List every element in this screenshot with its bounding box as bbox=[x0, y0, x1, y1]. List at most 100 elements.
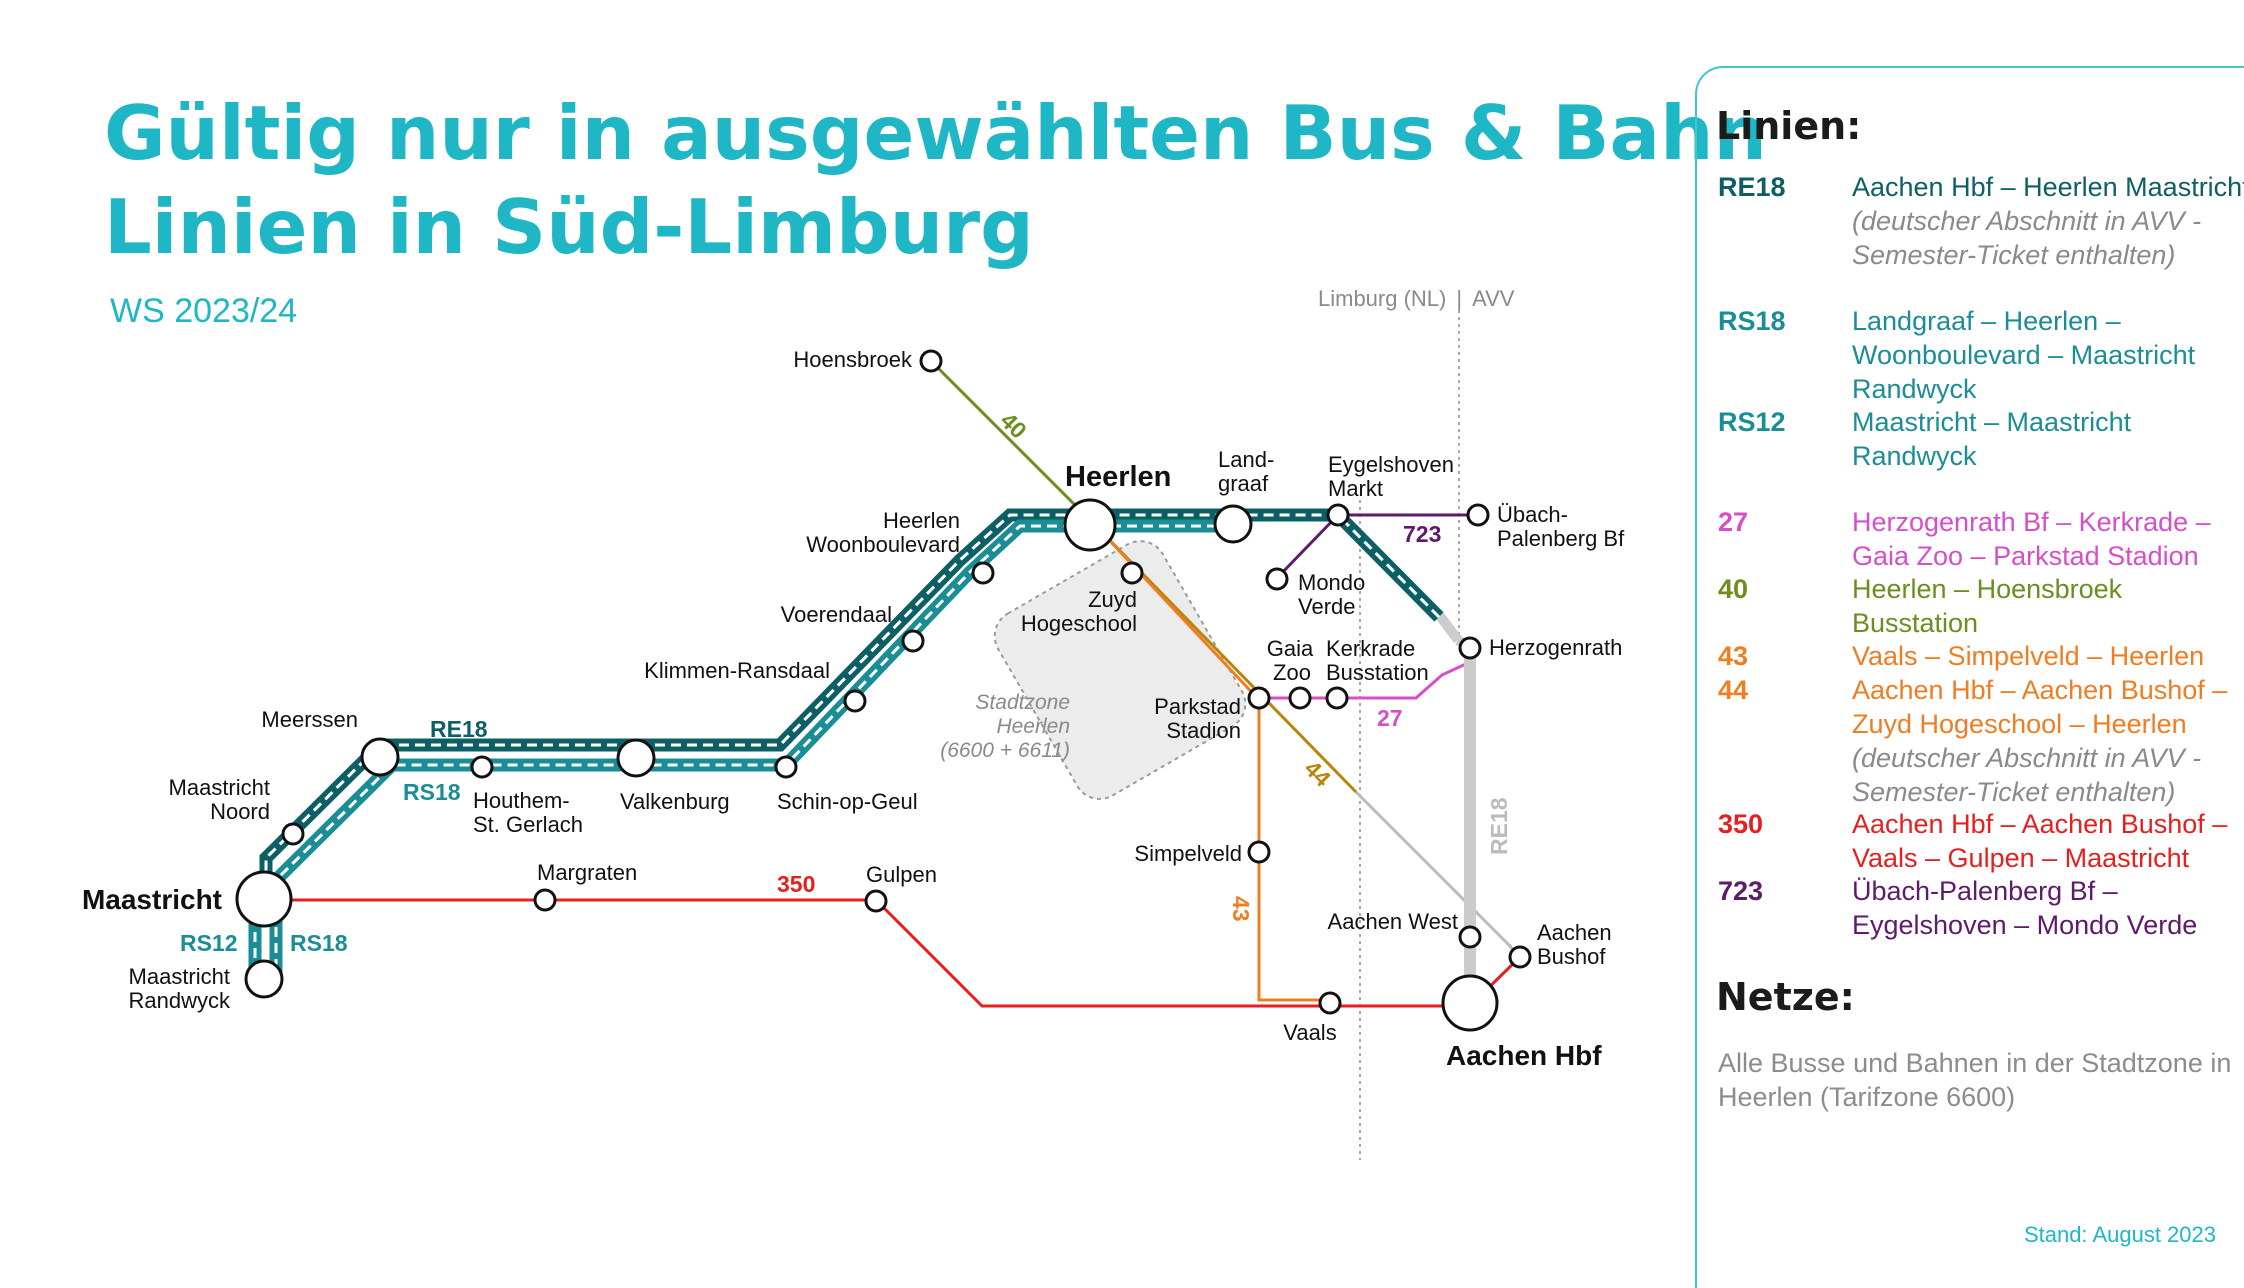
station-herzogenrath[interactable] bbox=[1458, 636, 1482, 660]
station-eygelshoven[interactable] bbox=[1326, 503, 1350, 527]
station-heerlen[interactable] bbox=[1063, 498, 1117, 552]
stand-date: Stand: August 2023 bbox=[2023, 1222, 2216, 1247]
label-gulpen: Gulpen bbox=[866, 862, 937, 887]
netze-heading: Netze: bbox=[1716, 975, 1855, 1019]
station-voerendaal[interactable] bbox=[901, 629, 925, 653]
label-simpelveld: Simpelveld bbox=[1134, 841, 1242, 866]
legend-line-route: Maastricht – Maastricht Randwyck bbox=[1852, 405, 2244, 473]
station-valkenburg[interactable] bbox=[616, 738, 656, 778]
legend-line-number: RE18 bbox=[1718, 172, 1786, 202]
legend-line-route: Übach-Palenberg Bf – Eygelshoven – Mondo… bbox=[1852, 874, 2244, 942]
line-label-rs18-bottom: RS18 bbox=[290, 930, 348, 956]
label-zuyd-2: Hogeschool bbox=[1021, 611, 1137, 636]
legend-line-number: 44 bbox=[1718, 675, 1749, 705]
legend-line-number: 27 bbox=[1718, 507, 1749, 537]
legend-line-route-text: Aachen Hbf – Aachen Bushof – Zuyd Hogesc… bbox=[1852, 675, 2228, 739]
label-gaia-zoo-1: Gaia bbox=[1267, 636, 1314, 661]
line-label-re18: RE18 bbox=[430, 716, 488, 742]
label-margraten: Margraten bbox=[537, 860, 637, 885]
station-gulpen[interactable] bbox=[864, 889, 888, 913]
label-houthem-2: St. Gerlach bbox=[473, 812, 583, 837]
label-maastricht: Maastricht bbox=[82, 884, 222, 915]
label-mondo-2: Verde bbox=[1298, 594, 1356, 619]
label-randwyck-1: Maastricht bbox=[129, 964, 230, 989]
station-uebach-palenberg[interactable] bbox=[1466, 503, 1490, 527]
label-eygelshoven-1: Eygelshoven bbox=[1328, 452, 1454, 477]
label-heerlen: Heerlen bbox=[1065, 461, 1171, 493]
station-zuyd-hogeschool[interactable] bbox=[1120, 561, 1144, 585]
legend-line-route: Herzogenrath Bf – Kerkrade – Gaia Zoo – … bbox=[1852, 505, 2244, 573]
semester-label: WS 2023/24 bbox=[110, 292, 298, 330]
legend-line-number: 723 bbox=[1718, 876, 1764, 906]
label-landgraaf-2: graaf bbox=[1218, 471, 1269, 496]
stadtzone-label-1: Stadtzone bbox=[975, 691, 1070, 714]
line-label-723: 723 bbox=[1403, 521, 1441, 547]
station-schin-op-geul[interactable] bbox=[774, 755, 798, 779]
station-maastricht-noord[interactable] bbox=[281, 822, 305, 846]
label-uebach-1: Übach- bbox=[1497, 502, 1568, 527]
line-label-350: 350 bbox=[777, 871, 815, 897]
label-eygelshoven-2: Markt bbox=[1328, 476, 1383, 501]
label-aachen-west: Aachen West bbox=[1328, 909, 1458, 934]
line-label-rs18: RS18 bbox=[403, 779, 461, 805]
line-label-40: 40 bbox=[995, 407, 1031, 443]
station-mondo-verde[interactable] bbox=[1265, 567, 1289, 591]
station-houthem[interactable] bbox=[470, 755, 494, 779]
legend-line-note: (deutscher Abschnitt in AVV -Semester-Ti… bbox=[1852, 743, 2202, 807]
label-herzogenrath: Herzogenrath bbox=[1489, 635, 1622, 660]
label-woonboulevard-2: Woonboulevard bbox=[806, 532, 960, 557]
station-simpelveld[interactable] bbox=[1247, 840, 1271, 864]
label-parkstad-1: Parkstad bbox=[1154, 694, 1241, 719]
line-label-43: 43 bbox=[1228, 896, 1254, 922]
label-hoensbroek: Hoensbroek bbox=[793, 347, 913, 372]
station-aachen-hbf[interactable] bbox=[1441, 974, 1499, 1032]
line-label-27: 27 bbox=[1377, 705, 1403, 731]
stadtzone-area[interactable] bbox=[985, 532, 1255, 809]
station-aachen-bushof[interactable] bbox=[1508, 945, 1532, 969]
station-parkstad-stadion[interactable] bbox=[1247, 686, 1271, 710]
legend-line-note: (deutscher Abschnitt in AVV -Semester-Ti… bbox=[1852, 206, 2202, 270]
legend-line-number: 40 bbox=[1718, 574, 1749, 604]
legend-line-route: Aachen Hbf – Aachen Bushof – Zuyd Hogesc… bbox=[1852, 673, 2244, 809]
label-valkenburg: Valkenburg bbox=[620, 789, 730, 814]
label-houthem-1: Houthem- bbox=[473, 788, 570, 813]
station-meerssen[interactable] bbox=[360, 737, 400, 777]
station-landgraaf[interactable] bbox=[1213, 504, 1253, 544]
station-gaia-zoo[interactable] bbox=[1288, 686, 1312, 710]
legend-line-route: Vaals – Simpelveld – Heerlen bbox=[1852, 639, 2244, 673]
label-klimmen: Klimmen-Ransdaal bbox=[644, 658, 830, 683]
legend-line-number: 350 bbox=[1718, 809, 1764, 839]
station-woonboulevard[interactable] bbox=[971, 561, 995, 585]
station-kerkrade[interactable] bbox=[1325, 686, 1349, 710]
legend-line-number: RS18 bbox=[1718, 306, 1786, 336]
label-meerssen: Meerssen bbox=[261, 707, 358, 732]
label-vaals: Vaals bbox=[1283, 1020, 1336, 1045]
border-label: Limburg (NL)|AVV bbox=[1318, 286, 1515, 311]
network-map: Limburg (NL)|AVV Stadtzone Heerlen (6600… bbox=[82, 286, 1625, 1160]
linien-heading: Linien: bbox=[1716, 104, 1862, 148]
station-margraten[interactable] bbox=[533, 888, 557, 912]
title-line-2: Linien in Süd-Limburg bbox=[104, 183, 1034, 271]
station-maastricht-randwyck[interactable] bbox=[244, 959, 284, 999]
station-klimmen-ransdaal[interactable] bbox=[843, 689, 867, 713]
label-uebach-2: Palenberg Bf bbox=[1497, 526, 1625, 551]
legend-line-route-text: Aachen Hbf – Aachen Bushof – Vaals – Gul… bbox=[1852, 809, 2228, 873]
station-vaals[interactable] bbox=[1318, 991, 1342, 1015]
station-aachen-west[interactable] bbox=[1458, 925, 1482, 949]
netze-text: Alle Busse und Bahnen in der Stadtzone i… bbox=[1718, 1048, 2232, 1112]
label-voerendaal: Voerendaal bbox=[781, 602, 892, 627]
legend-line-route-text: Landgraaf – Heerlen – Woonboulevard – Ma… bbox=[1852, 306, 2196, 404]
station-maastricht[interactable] bbox=[235, 870, 293, 928]
station-hoensbroek[interactable] bbox=[919, 349, 943, 373]
label-mondo-1: Mondo bbox=[1298, 570, 1365, 595]
page-title: Gültig nur in ausgewählten Bus & Bahn Li… bbox=[104, 86, 1767, 274]
label-schin-op-geul: Schin-op-Geul bbox=[777, 789, 918, 814]
stadtzone-label-2: Heerlen bbox=[996, 715, 1070, 738]
label-randwyck-2: Randwyck bbox=[129, 988, 231, 1013]
legend-line-route-text: Maastricht – Maastricht Randwyck bbox=[1852, 407, 2132, 471]
legend-line-route: Aachen Hbf – Aachen Bushof – Vaals – Gul… bbox=[1852, 807, 2244, 875]
line-40[interactable] bbox=[929, 359, 1092, 522]
label-parkstad-2: Stadion bbox=[1166, 718, 1241, 743]
line-label-44: 44 bbox=[1299, 755, 1336, 792]
